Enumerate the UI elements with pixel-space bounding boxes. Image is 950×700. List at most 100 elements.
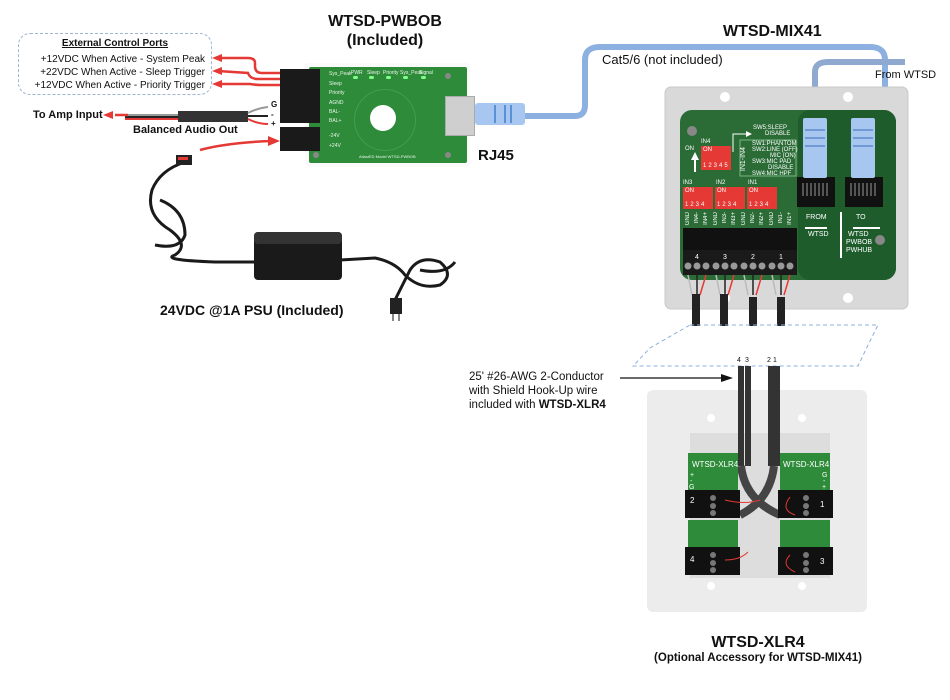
cable-ch3 <box>720 294 728 326</box>
terminal-screws <box>684 262 794 270</box>
dip-switch-in2[interactable]: ON 1234 <box>715 187 745 209</box>
sw2-desc-mic: MIC (ON) <box>770 153 796 159</box>
wire-number-3: 3 <box>745 357 749 364</box>
to-label: TO <box>856 214 866 221</box>
pwbob-term-sys-peak: Sys_Peak <box>329 71 352 77</box>
sw3-desc-disable: DISABLE <box>768 165 794 171</box>
dip-switch-in1[interactable]: ON 1234 <box>747 187 777 209</box>
audio-pin-plus: + <box>271 119 276 128</box>
mix41-plug-to <box>851 118 875 178</box>
sw4-desc: SW4:MIC HPF <box>752 171 792 177</box>
sw3-desc: SW3:MIC PAD <box>752 159 792 165</box>
pwbob-mount-hole <box>370 105 396 131</box>
external-control-ports-box: External Control Ports +12VDC When Activ… <box>18 33 212 95</box>
cat-cable-label: Cat5/6 (not included) <box>602 52 723 67</box>
audio-pin-g: G <box>271 100 278 109</box>
pwbob-term-pos24: +24V <box>329 143 341 149</box>
pwbob-term-agnd: AGND <box>329 100 344 106</box>
pwbob-term-sleep: Sleep <box>329 81 342 87</box>
term-in4-minus: IN4- <box>694 212 700 224</box>
cable-ch1 <box>777 297 785 326</box>
hookup-line-1: 25' #26-AWG 2-Conductor <box>469 371 604 383</box>
mix41-channel-4: 4 <box>695 254 699 261</box>
pwbob-rj45-port <box>445 96 475 136</box>
rj45-plug <box>475 103 525 125</box>
hookup-line-3: included with WTSD-XLR4 <box>469 399 606 411</box>
to-wtsd-sublabel: WTSD <box>848 231 869 238</box>
from-wtsd-label: From WTSD <box>875 69 937 81</box>
xlr4-subtitle: (Optional Accessory for WTSD-MIX41) <box>654 652 862 664</box>
to-pwhub-sublabel: PWHUB <box>846 247 873 254</box>
pwbob-term-neg24: -24V <box>329 133 340 139</box>
xlr4-pin-minus-left: - <box>690 478 693 485</box>
dip-switch-in3[interactable]: ON 1234 <box>683 187 713 209</box>
control-ports-heading: External Control Ports <box>61 38 169 49</box>
from-label: FROM <box>806 214 827 221</box>
balanced-audio-label: Balanced Audio Out <box>133 124 238 136</box>
wire-number-4: 4 <box>737 357 741 364</box>
xlr4-pin-plus-left: + <box>690 472 695 479</box>
term-in1-plus: IN1+ <box>787 212 793 225</box>
cat-cable-main <box>520 44 888 119</box>
pwbob-subtitle: (Included) <box>346 32 424 49</box>
hookup-line-3-product: WTSD-XLR4 <box>538 399 606 411</box>
rj45-label: RJ45 <box>478 147 514 164</box>
in3-label: IN3 <box>683 180 693 186</box>
xlr4-title: WTSD-XLR4 <box>711 634 805 651</box>
sw5-label: SW5:SLEEP <box>753 125 788 131</box>
xlr4-channel-1: 1 <box>820 500 825 509</box>
xlr4-pin-minus-right: - <box>823 478 826 485</box>
mix41-channel-2: 2 <box>751 254 755 261</box>
mix41-terminal-block <box>683 228 797 250</box>
xlr4-board-label-right: WTSD-XLR4 <box>783 460 830 469</box>
term-gnd-4: GND <box>685 212 691 226</box>
to-amp-input-label: To Amp Input <box>33 109 103 121</box>
led-pwr <box>353 76 358 79</box>
led-label-sleep: Sleep <box>367 70 380 76</box>
hookup-line-2: with Shield Hook-Up wire <box>469 385 598 397</box>
control-line-priority-trigger: +12VDC When Active - Priority Trigger <box>34 80 205 91</box>
led-label-priority: Priority <box>383 70 399 76</box>
pwbob-term-priority: Priority <box>329 90 345 96</box>
xlr4-board-label-left: WTSD-XLR4 <box>692 460 739 469</box>
audio-pin-minus: - <box>271 110 274 119</box>
led-sleep <box>369 76 374 79</box>
term-in1-minus: IN1- <box>778 212 784 224</box>
psu-label: 24VDC @1A PSU (Included) <box>160 302 344 318</box>
led-label-sys-peak: Sys_Peak <box>400 70 423 76</box>
term-in3-minus: IN3- <box>722 212 728 224</box>
pwbob-term-bal-minus: BAL- <box>329 109 341 115</box>
xlr4-pin-g-right: G <box>822 472 828 479</box>
to-pwbob-sublabel: PWBOB <box>846 239 873 246</box>
in4-label: IN4 <box>701 139 711 145</box>
dip-switch-in4[interactable]: ON 12345 <box>701 146 731 170</box>
led-priority <box>386 76 391 79</box>
on-arrow-label: ON <box>685 146 694 152</box>
led-signal <box>421 76 426 79</box>
term-gnd-1: GND <box>769 212 775 226</box>
sw2-desc: SW2:LINE (OFF) <box>752 147 798 153</box>
control-line-sleep-trigger: +22VDC When Active - Sleep Trigger <box>40 67 205 78</box>
control-line-system-peak: +12VDC When Active - System Peak <box>40 54 205 65</box>
xlr4-pin-plus-right: + <box>822 484 827 491</box>
pwbob-pcb: Sys_Peak Sleep Priority AGND BAL- BAL+ -… <box>309 67 467 163</box>
cat-cable-from-wtsd <box>812 59 905 118</box>
cable-plane <box>631 324 879 367</box>
term-gnd-2: GND <box>741 212 747 226</box>
pwbob-model-text: AtlasIED Model WTSD-PWBOB <box>359 154 416 159</box>
xlr4-channel-3: 3 <box>820 557 825 566</box>
mix41-channel-1: 1 <box>779 254 783 261</box>
sw5-disable-label: DISABLE <box>765 131 791 137</box>
pwbob-enclosure: Sys_Peak Sleep Priority AGND BAL- BAL+ -… <box>280 63 475 167</box>
mix41-plug-from <box>803 118 827 178</box>
in1-label: IN1 <box>748 180 758 186</box>
term-in3-plus: IN3+ <box>731 212 737 225</box>
wire-number-2: 2 <box>767 357 771 364</box>
term-in4-plus: IN4+ <box>703 212 709 225</box>
control-arrows <box>217 56 280 87</box>
pwbob-title: WTSD-PWBOB <box>328 13 442 30</box>
led-label-signal: Signal <box>419 70 433 76</box>
mix41-title: WTSD-MIX41 <box>723 23 822 40</box>
audio-cable-jacket <box>178 111 248 122</box>
